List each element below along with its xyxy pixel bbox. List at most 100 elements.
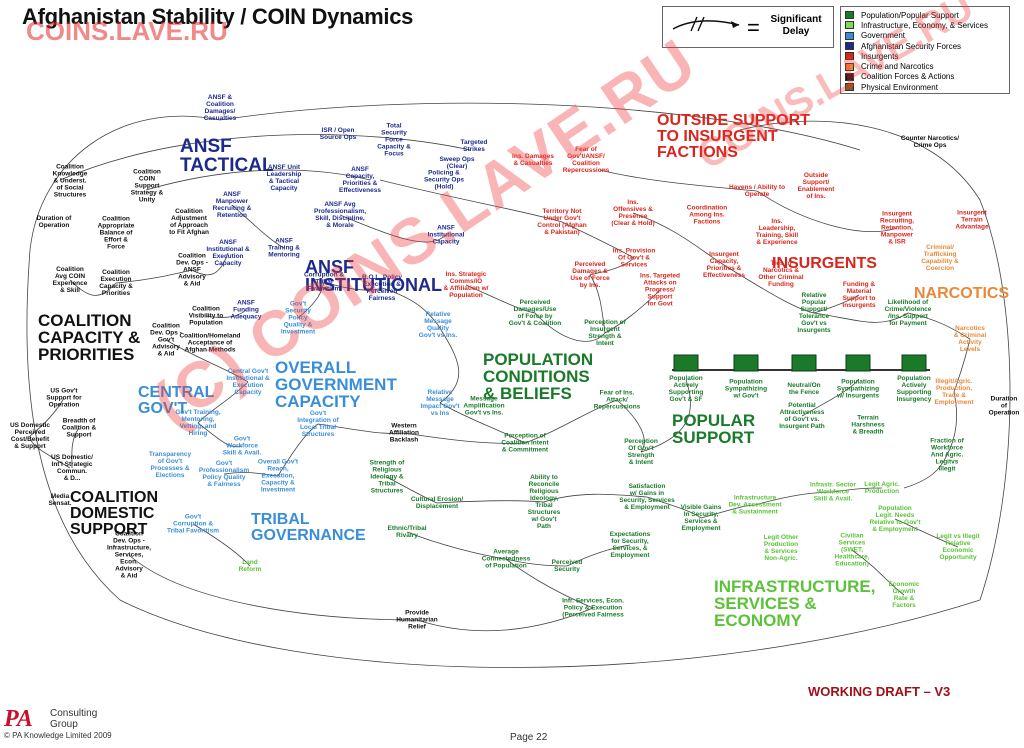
causal-link <box>277 423 319 477</box>
node-label: Legit Other Production & Services Non-Ag… <box>763 534 799 562</box>
delay-label: Significant Delay <box>770 14 822 37</box>
node-label: Coalition/Homeland Acceptance of Afghan … <box>179 332 241 354</box>
causal-link <box>191 252 229 276</box>
watermark-top: COINS.LAVE.RU <box>26 16 228 46</box>
node-label: Fear of Ins. Attack/ Repercussions <box>593 389 641 411</box>
legend-item: Infrastructure, Economy, & Services <box>845 20 1005 30</box>
node-label: Ins. Leadership, Training, Skill & Exper… <box>755 218 799 246</box>
delay-equals: = <box>747 15 760 40</box>
causal-link <box>69 279 117 296</box>
node-label: Infrastr. Sector Workforce Skill & Avail… <box>810 481 856 503</box>
delay-arrow-icon <box>672 16 740 32</box>
causal-link <box>416 607 594 632</box>
causal-link <box>754 491 834 506</box>
causal-link <box>616 399 645 453</box>
support-stage-box <box>673 354 699 372</box>
node-label: ANSF Funding Adequacy <box>230 299 262 321</box>
cluster-label-coalition-domestic: COALITION DOMESTIC SUPPORT <box>70 489 158 538</box>
node-label: Perception Of Gov't Strength & Intent <box>624 438 658 466</box>
pa-logo: PA <box>4 706 33 732</box>
cluster-label-tribal: TRIBAL GOVERNANCE <box>251 511 366 544</box>
node-label: ISR / Open Source Ops <box>319 127 357 141</box>
company-name: Consulting Group <box>50 708 98 730</box>
legend-item: Government <box>845 31 1005 41</box>
causal-link <box>640 379 691 453</box>
node-label: Terrain Harshness & Breadth <box>851 414 885 436</box>
cluster-label-ansf-tactical: ANSF TACTICAL <box>180 136 274 176</box>
node-label: Duration of Operation <box>988 395 1020 417</box>
node-label: R.O.L. Policy Execution & Perceived Fair… <box>361 274 403 302</box>
node-label: Perceived Damages/Use of Force by Gov't … <box>508 299 562 327</box>
causal-link <box>197 381 249 424</box>
node-label: Policing & Security Ops (Hold) <box>423 169 465 191</box>
causal-link <box>979 199 1011 601</box>
node-label: ANSF Unit Leadership & Tactical Capacity <box>266 164 302 192</box>
node-label: ANSF Institutional Capacity <box>427 224 465 246</box>
causal-link <box>604 289 661 334</box>
causal-link <box>323 281 383 291</box>
node-label: Illegit/Agric. Production, Trade & Emplo… <box>934 378 974 406</box>
node-label: Relative Popular Support/ Tolerance Gov'… <box>797 292 831 334</box>
causal-link <box>192 523 251 567</box>
node-label: Counter Narcotics/ Crime Ops <box>900 135 960 149</box>
node-label: Provide Humanitarian Relief <box>396 609 438 631</box>
node-label: Narcotics & Criminal Activity Levels <box>953 325 987 353</box>
page-title: Afghanistan Stability / COIN Dynamics <box>22 4 414 29</box>
legend-label: Coalition Forces & Actions <box>861 72 955 82</box>
node-label: Corruption & Tribal Favoritism <box>303 271 345 293</box>
legend-label: Population/Popular Support <box>861 10 959 20</box>
node-label: ANSF Avg Professionalism, Skill, Discipl… <box>313 201 367 229</box>
node-label: Land Reform <box>238 559 262 573</box>
legend-swatch <box>845 72 854 81</box>
node-label: Ins. Strategic Comms/IO & Affiliation w/… <box>443 271 489 299</box>
copyright: © PA Knowledge Limited 2009 <box>4 731 112 740</box>
cluster-label-insurgents: INSURGENTS <box>772 255 877 272</box>
causal-link <box>403 432 526 444</box>
node-label: Funding & Material Support to Insurgents <box>842 281 876 309</box>
causal-link <box>205 309 247 318</box>
causal-link <box>71 427 80 469</box>
causal-link <box>505 558 594 609</box>
cluster-label-coalition-capacity: COALITION CAPACITY & PRIORITIES <box>38 311 141 364</box>
node-label: Ties to Narcotics & Other Criminal Fundi… <box>758 260 804 288</box>
node-label: Visible Gains In Security, Services & Em… <box>680 504 722 532</box>
node-label: Infrastructure Dev. Assessment & Sustain… <box>728 494 782 516</box>
node-label: Criminal/ Trafficking Capability & Coerc… <box>921 244 959 272</box>
node-label: Perceived Damages & Use of Force by Ins. <box>570 261 610 289</box>
support-stage-label: Population Actively Supporting Insurgenc… <box>896 375 932 403</box>
legend-item: Population/Popular Support <box>845 10 1005 20</box>
causal-link <box>851 549 905 596</box>
causal-link <box>29 115 221 251</box>
legend-item: Physical Environment <box>845 82 1005 92</box>
causal-link <box>26 249 121 601</box>
legend-item: Crime and Narcotics <box>845 61 1005 71</box>
node-label: Coalition Appropriate Balance of Effort … <box>97 215 135 251</box>
node-label: Fraction of Workforce And Agric. Legitvs… <box>930 437 964 473</box>
causal-link <box>197 422 243 448</box>
node-label: Breadth of Coalition & Support <box>61 417 97 439</box>
node-label: Coalition Dev. Ops - Infrastructure, Ser… <box>106 530 152 580</box>
node-label: Ability to Reconcile Religious Ideology,… <box>527 474 561 530</box>
cluster-label-narcotics: NARCOTICS <box>914 285 1010 302</box>
node-label: Ins. Damages & Casualties <box>512 153 554 167</box>
node-label: Outside Support/ Enablement of Ins. <box>797 172 835 200</box>
node-label: US Domestic Perceived Cost/Benefit & Sup… <box>9 422 51 450</box>
node-label: Ins. Targeted Attacks on Progress/ Suppo… <box>640 272 680 308</box>
support-stage-label: Neutral/On the Fence <box>787 382 821 396</box>
node-label: Ins. Provision Of Gov't & Services <box>612 247 656 269</box>
causal-link <box>894 518 959 548</box>
support-stage-label: Population Sympathizing w/ Gov't <box>724 378 768 400</box>
node-label: Relative Message Quality Gov't vs Ins. <box>418 311 458 339</box>
cluster-label-popular-support: POPULAR SUPPORT <box>672 411 756 447</box>
node-label: ANSF Capacity, Priorities & Effectivenes… <box>339 166 381 194</box>
causal-link <box>231 204 285 249</box>
delay-key: = Significant Delay <box>662 6 834 48</box>
node-label: Coalition COIN Support Strategy & Unity <box>130 168 164 204</box>
legend-item: Insurgents <box>845 51 1005 61</box>
node-label: Fear of Gov't/ANSF/ Coalition Repercussi… <box>562 146 610 174</box>
node-label: Legit Agric. Production <box>864 481 900 495</box>
support-stage-label: Population Actively Supporting Gov't & S… <box>668 375 704 403</box>
node-label: Coalition Dev. Ops - Gov't Advisory & Ai… <box>150 322 182 358</box>
node-label: ANSF Training & Mentoring <box>268 237 300 259</box>
